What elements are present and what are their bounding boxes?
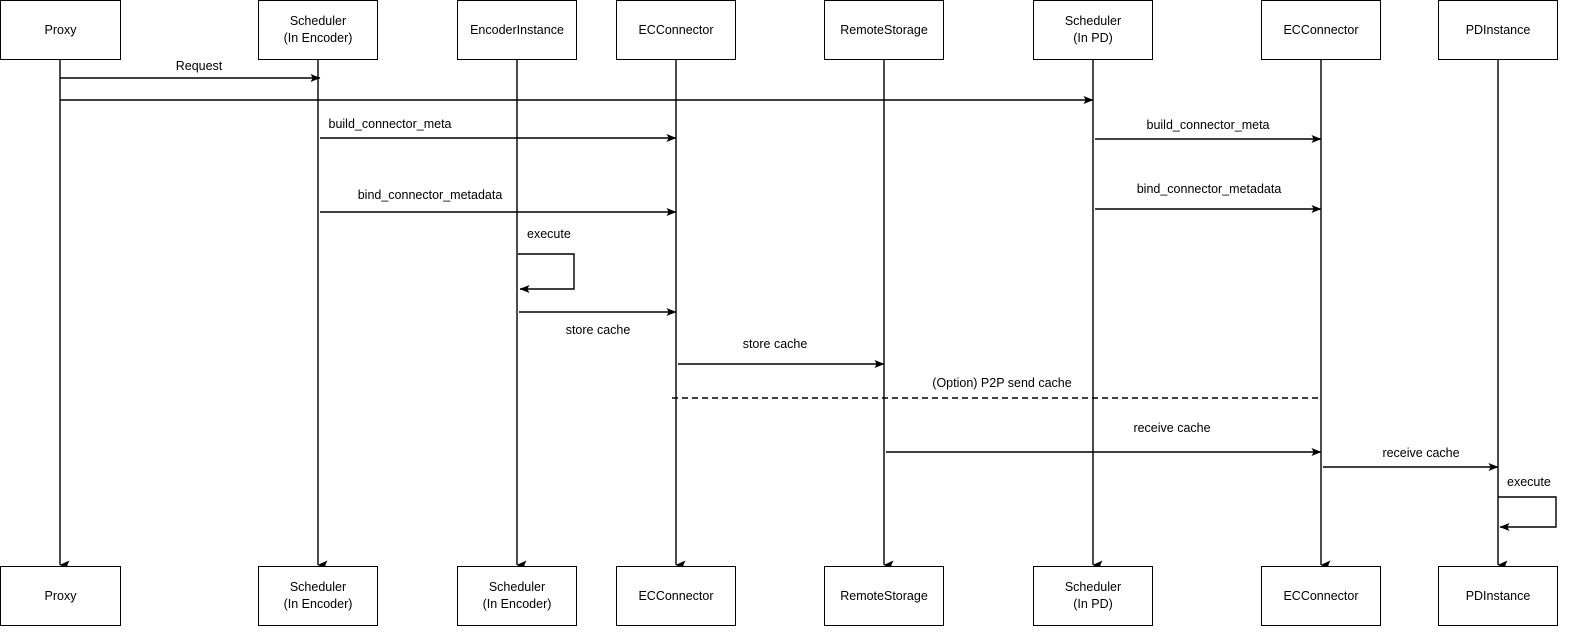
participant-label-primary: EncoderInstance xyxy=(470,22,564,37)
participant-footer-box-scheduler-pd-footer: Scheduler (In PD) xyxy=(1033,566,1153,626)
lifelines-group xyxy=(59,60,1508,570)
message-label-store-cache-1: store cache xyxy=(565,323,631,337)
participant-label-primary: RemoteStorage xyxy=(840,22,928,37)
message-label-p2p-send-cache: (Option) P2P send cache xyxy=(932,376,1072,390)
participant-label-primary: RemoteStorage xyxy=(840,588,928,603)
message-label-bind-connector-meta-1: bind_connector_metadata xyxy=(357,188,503,202)
participant-box-encoder-instance: EncoderInstance xyxy=(457,0,577,60)
self-message-loop-execute-pdinstance xyxy=(1498,496,1557,531)
participant-label-primary: Proxy xyxy=(44,588,77,603)
message-label-request: Request xyxy=(175,59,223,73)
participant-label-secondary: (In PD) xyxy=(1073,597,1113,611)
participant-box-remote-storage: RemoteStorage xyxy=(824,0,944,60)
message-label-store-cache-2: store cache xyxy=(742,337,808,351)
participant-label-secondary: (In Encoder) xyxy=(283,31,353,45)
participant-footer-box-pd-instance-footer: PDInstance xyxy=(1438,566,1558,626)
participant-label-secondary: (In Encoder) xyxy=(283,597,353,611)
participant-footer-box-ec-connector-2-footer: ECConnector xyxy=(1261,566,1381,626)
participant-label-primary: Scheduler xyxy=(488,580,546,595)
participant-box-pd-instance: PDInstance xyxy=(1438,0,1558,60)
participant-footer-box-ec-connector-1-footer: ECConnector xyxy=(616,566,736,626)
participant-label-primary: PDInstance xyxy=(1465,588,1531,603)
participant-label-primary: ECConnector xyxy=(638,588,714,603)
participant-box-ec-connector-2: ECConnector xyxy=(1261,0,1381,60)
participant-label-secondary: (In PD) xyxy=(1073,31,1113,45)
participant-footer-box-proxy-footer: Proxy xyxy=(0,566,121,626)
self-message-label-execute-encoder: execute xyxy=(527,227,571,241)
message-label-build-connector-meta-2: build_connector_meta xyxy=(1146,118,1270,132)
self-message-label-execute-pdinstance: execute xyxy=(1507,475,1551,489)
self-messages-group xyxy=(518,253,1557,531)
participant-label-primary: Scheduler xyxy=(1064,14,1122,29)
participant-label-primary: ECConnector xyxy=(638,22,714,37)
participant-box-scheduler-pd: Scheduler (In PD) xyxy=(1033,0,1153,60)
participant-box-ec-connector-1: ECConnector xyxy=(616,0,736,60)
participant-box-scheduler-encoder: Scheduler (In Encoder) xyxy=(258,0,378,60)
message-label-build-connector-meta-1: build_connector_meta xyxy=(328,117,452,131)
participant-label-primary: ECConnector xyxy=(1283,588,1359,603)
participant-label-primary: PDInstance xyxy=(1465,22,1531,37)
participant-label-primary: Scheduler xyxy=(289,580,347,595)
message-label-bind-connector-meta-2: bind_connector_metadata xyxy=(1136,182,1282,196)
participant-footer-box-scheduler-encoder-footer: Scheduler (In Encoder) xyxy=(258,566,378,626)
message-label-receive-cache-2: receive cache xyxy=(1382,446,1460,460)
participant-footer-box-remote-storage-footer: RemoteStorage xyxy=(824,566,944,626)
participant-label-secondary: (In Encoder) xyxy=(482,597,552,611)
self-message-loop-execute-encoder xyxy=(518,253,575,293)
message-label-receive-cache-1: receive cache xyxy=(1133,421,1211,435)
participant-box-proxy: Proxy xyxy=(0,0,121,60)
participant-label-primary: Scheduler xyxy=(289,14,347,29)
participant-label-primary: Proxy xyxy=(44,22,77,37)
participant-footer-box-encoder-instance-footer: Scheduler (In Encoder) xyxy=(457,566,577,626)
participant-label-primary: Scheduler xyxy=(1064,580,1122,595)
messages-group xyxy=(60,74,1499,471)
participant-label-primary: ECConnector xyxy=(1283,22,1359,37)
